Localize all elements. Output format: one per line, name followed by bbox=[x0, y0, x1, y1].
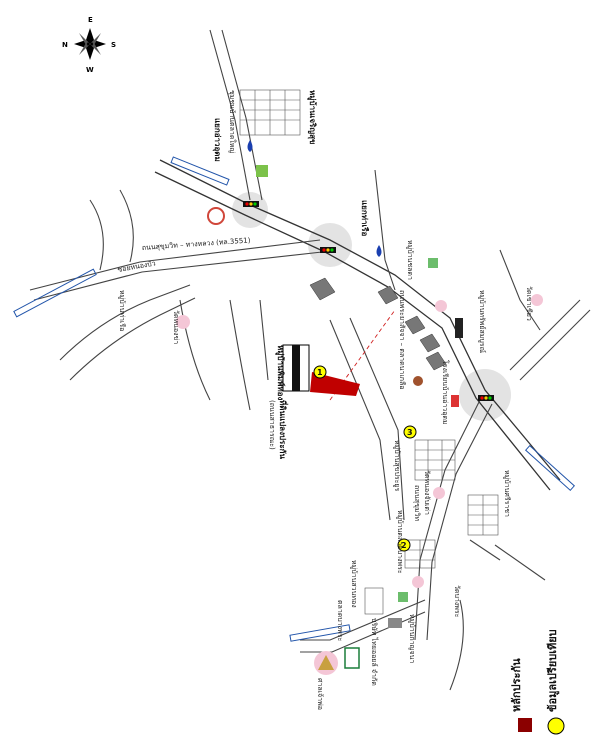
village-grid-mid bbox=[414, 439, 456, 481]
road-north bbox=[209, 29, 396, 291]
marker-1: 1 bbox=[313, 365, 327, 379]
marker-3: 3 bbox=[403, 425, 417, 439]
compass-w: W bbox=[86, 66, 94, 74]
building-icon bbox=[309, 277, 447, 371]
label-main-hwy: ถนนสุขุมวิท – ทางหลวง (ทล.3551) bbox=[142, 236, 251, 252]
label-wat-right1: วัดหนองจับเต่า bbox=[423, 470, 431, 515]
factory-icon bbox=[388, 618, 402, 628]
label-village-top2: ชุมชนบ้านตลาดใหญ่ bbox=[228, 90, 237, 153]
label-village-b2: หมู่บ้านกาญจนา bbox=[408, 614, 416, 663]
village-grid-right bbox=[467, 494, 499, 536]
label-junction-n: แยกอ่าวอุดม bbox=[212, 118, 222, 162]
legend-collateral-label: หลักประกัน bbox=[510, 658, 523, 712]
main-highway bbox=[154, 159, 561, 491]
label-village-top: หมู่บ้านเจริญสุข bbox=[307, 90, 318, 144]
river-bottom bbox=[289, 624, 351, 642]
roads-left-branches bbox=[59, 189, 591, 691]
marker-2: 2 bbox=[397, 538, 411, 552]
label-village-sign: หมู่บ้านพิมพ์ทอง bbox=[275, 345, 286, 400]
legend-collateral-swatch bbox=[518, 718, 532, 732]
hospital-icon bbox=[207, 207, 225, 225]
legend-comparable-label: ข้อมูลเปรียบเทียบ bbox=[546, 629, 560, 712]
seven-eleven-icon bbox=[344, 647, 360, 669]
label-village-r3: หมู่บ้านศรีราชา bbox=[503, 470, 511, 517]
svg-text:3: 3 bbox=[407, 428, 413, 437]
label-sukhumvit: ถนนสุขุมวิท bbox=[413, 485, 421, 521]
label-village-b1: หมู่บ้านสวนทอง bbox=[350, 560, 358, 608]
label-wat-bottom: วัดบางพระ bbox=[453, 585, 461, 618]
label-wat-left: วัดหนองข่า bbox=[172, 310, 180, 344]
label-village-r4: หมู่บ้านตลาดบางพระ bbox=[396, 510, 404, 574]
legend: หลักประกัน ข้อมูลเปรียบเทียบ bbox=[510, 629, 565, 735]
river-top bbox=[170, 156, 230, 186]
traffic-light-icon bbox=[243, 201, 494, 401]
compass-s: S bbox=[111, 41, 116, 49]
village-grid-bottom bbox=[364, 539, 436, 615]
label-side-road: ถนนพระยาสัจจา – ตลาดนาเกลือ bbox=[398, 290, 406, 389]
route-dashed bbox=[329, 309, 396, 401]
school-icon bbox=[413, 376, 423, 386]
label-wat-right2: วัดเขาเขียว bbox=[525, 286, 533, 321]
river-left bbox=[13, 268, 97, 318]
park-icon-1 bbox=[428, 258, 438, 268]
label-school: โรงเรียนบ้านอ่าวอุดม bbox=[441, 360, 450, 425]
label-village-left: หมู่บ้านท่าเรือ bbox=[118, 290, 126, 331]
label-sign-1b: (ถนนสาธารณะ) bbox=[268, 400, 276, 450]
label-market: ตลาดบางพระ bbox=[336, 600, 344, 641]
label-temple-big: ศาลเจ้าพ่อ bbox=[316, 678, 324, 710]
svg-text:1: 1 bbox=[317, 368, 323, 377]
label-soi: ซอยหนองบัว bbox=[117, 259, 156, 274]
gas-station-icon bbox=[247, 140, 382, 257]
junction-circle-mid bbox=[308, 223, 352, 267]
label-village-mid: หมู่บ้านชลดา bbox=[406, 240, 414, 280]
road-mid-horizontal bbox=[29, 239, 323, 301]
label-sign-1: ที่ดินแปลงประกัน bbox=[278, 400, 289, 459]
legend-comparable-swatch bbox=[547, 717, 565, 735]
label-junction-mid: แยกท่าเรือ bbox=[360, 200, 370, 236]
village-grid-top bbox=[239, 89, 301, 136]
clinic-icon bbox=[451, 395, 459, 407]
compass-icon: E N S W bbox=[62, 16, 116, 74]
svg-text:2: 2 bbox=[401, 541, 407, 550]
shop-icon bbox=[256, 165, 268, 177]
compass-n: N bbox=[62, 41, 68, 49]
village-sign-bar bbox=[292, 345, 300, 391]
temple-icon bbox=[176, 294, 543, 675]
river-right bbox=[524, 444, 576, 492]
compass-e: E bbox=[88, 16, 93, 24]
label-village-r2: หมู่บ้านทรัพย์สมบูรณ์ bbox=[478, 290, 486, 354]
park-icon-2 bbox=[398, 592, 408, 602]
label-company: บริษัท ไทยออยล์ จำกัด bbox=[370, 618, 379, 686]
label-village-r1: หมู่บ้านสุขประยูร bbox=[393, 440, 401, 492]
tower-icon bbox=[455, 318, 463, 338]
road-south bbox=[300, 399, 493, 653]
